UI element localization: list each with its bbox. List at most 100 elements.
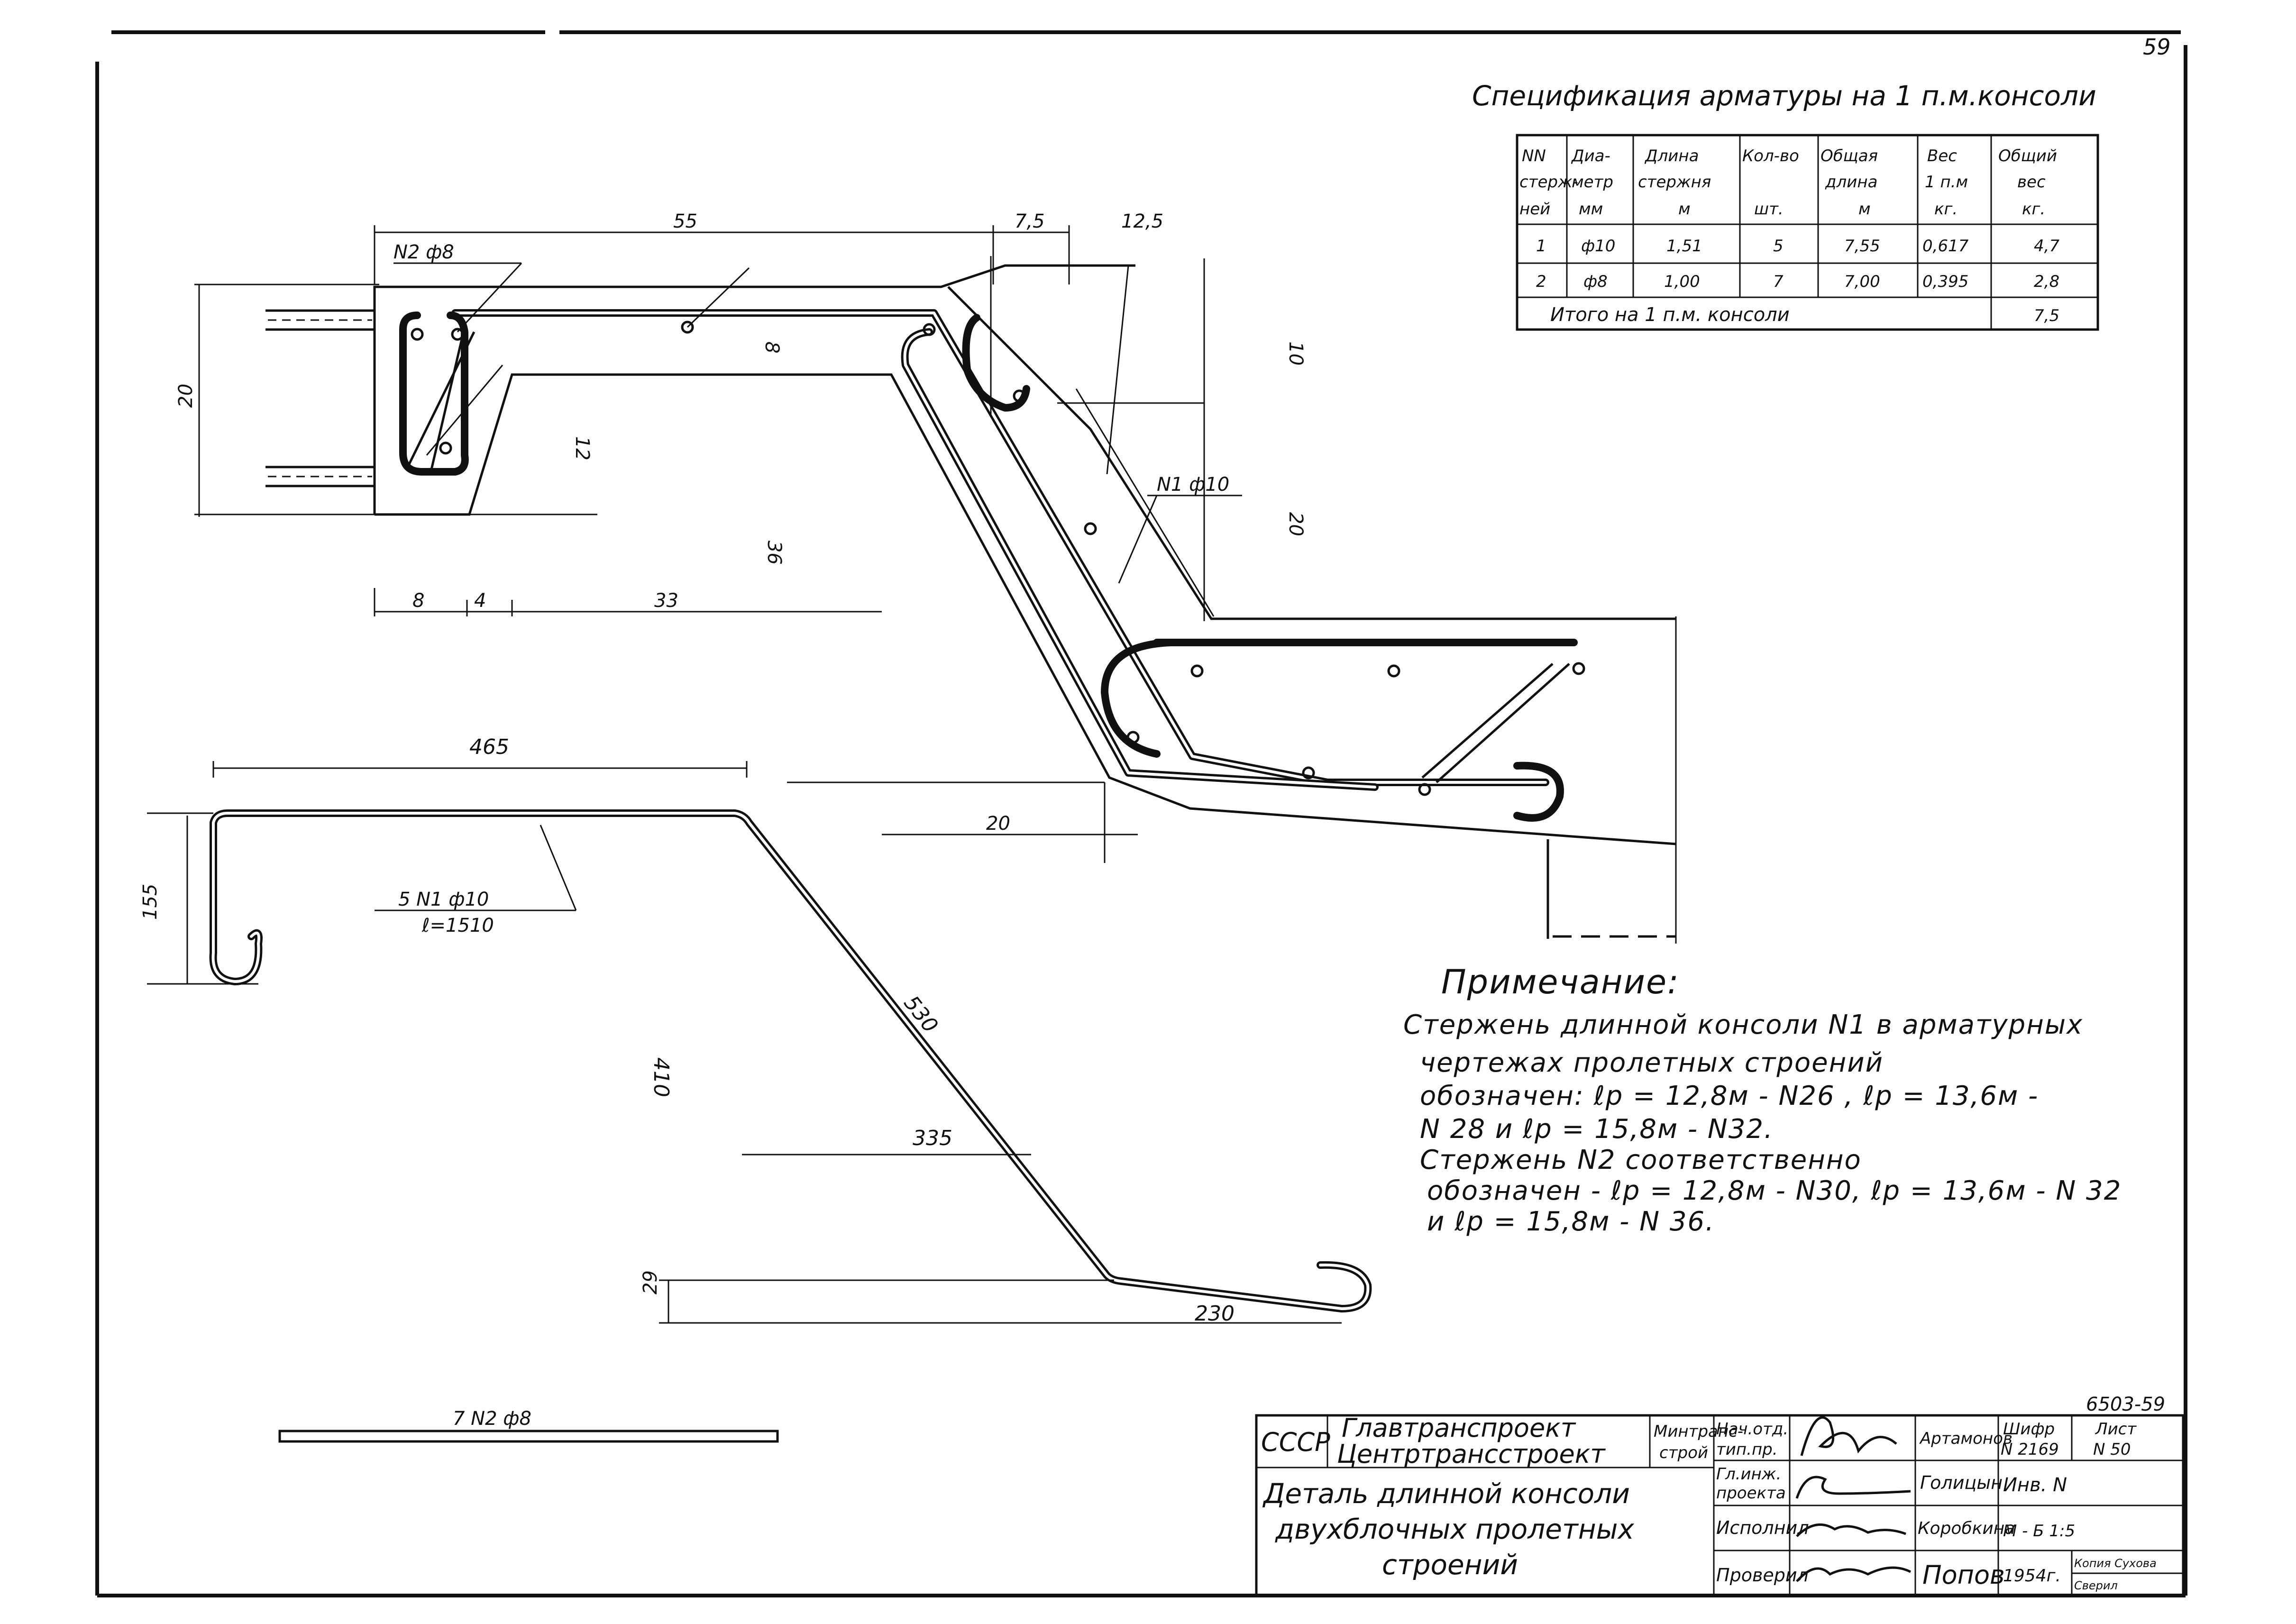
spec-cell: 2 (1536, 272, 1546, 291)
note-title: Примечание: (1441, 963, 1680, 1001)
spec-header-total-length-1: Общая (1820, 147, 1878, 165)
section-dimension-lines (194, 225, 1677, 944)
spec-header-weight-2: 1 п.м (1925, 173, 1968, 192)
spec-header-diameter-2: метр (1572, 173, 1613, 192)
spec-cell: 7 (1773, 272, 1784, 291)
stamp-title-3: строений (1382, 1549, 1518, 1581)
stamp-year: 1954г. (2003, 1566, 2061, 1586)
stamp-role: проекта (1716, 1484, 1786, 1503)
stamp-cipher-2: N 2169 (2001, 1440, 2059, 1459)
stamp-role: Исполнил (1716, 1517, 1809, 1538)
dim-bot-33: 33 (654, 590, 678, 612)
stamp-grid (1255, 1414, 2185, 1597)
bar-n1-label-bottom: ℓ=1510 (421, 915, 494, 936)
page-number: 59 (2143, 34, 2171, 60)
longitudinal-bars (411, 321, 1585, 796)
spec-cell: 4,7 (2034, 237, 2059, 256)
bar-n2-label: 7 N2 ф8 (453, 1408, 531, 1430)
stamp-ministry-2: строй (1659, 1443, 1708, 1462)
spec-title: Спецификация арматуры на 1 п.м.консоли (1472, 80, 2096, 112)
dim-inner-8: 8 (761, 341, 783, 353)
spec-cell: ф8 (1583, 272, 1608, 291)
spec-cell: 0,395 (1922, 272, 1968, 291)
spec-cell: 1,00 (1664, 272, 1700, 291)
signature-marks (1795, 1416, 1912, 1582)
note-line: и ℓр = 15,8м - N 36. (1427, 1206, 1715, 1237)
note-line: Стержень N2 соответственно (1420, 1145, 1862, 1175)
spec-header-total-weight-1: Общий (1998, 147, 2057, 165)
spec-header-nn-2: стерж- (1519, 173, 1578, 192)
spec-header-count-3: шт. (1754, 200, 1784, 219)
note-line: N 28 и ℓр = 15,8м - N32. (1420, 1114, 1774, 1145)
stamp-name: Коробкина (1918, 1519, 2015, 1538)
dim-155: 155 (139, 884, 161, 920)
spec-cell: ф10 (1581, 237, 1615, 256)
dim-410: 410 (649, 1057, 673, 1097)
note-line: обозначен - ℓр = 12,8м - N30, ℓр = 13,6м… (1427, 1175, 2122, 1206)
bar-n2-shape (278, 1430, 779, 1443)
spec-row: 1 ф10 1,51 5 7,55 0,617 4,7 (1536, 237, 2059, 256)
dim-230: 230 (1195, 1302, 1235, 1326)
stamp-title-1: Деталь длинной консоли (1262, 1477, 1630, 1510)
rebar-n1-in-section (399, 309, 1578, 822)
spec-total-label: Итого на 1 п.м. консоли (1550, 304, 1790, 326)
spec-header-weight-1: Вес (1927, 147, 1957, 165)
spec-cell: 0,617 (1922, 237, 1969, 256)
stamp-sheet-1: Лист (2095, 1420, 2137, 1439)
dim-inner-36: 36 (763, 541, 785, 565)
dim-530: 530 (899, 991, 942, 1037)
bar-n1-shape (209, 809, 1372, 1312)
spec-cell: 2,8 (2034, 272, 2059, 291)
spec-header-nn-1: NN (1522, 147, 1546, 165)
stamp-inv: Инв. N (2003, 1474, 2067, 1496)
dim-left-20: 20 (175, 384, 197, 408)
spec-total-value: 7,5 (2034, 306, 2059, 325)
stamp-copy-2: Сверил (2074, 1579, 2118, 1592)
spec-cell: 1 (1536, 237, 1546, 256)
dim-29: 29 (640, 1270, 661, 1294)
spec-cell: 1,51 (1666, 237, 1702, 256)
spec-header-total-weight-3: кг. (2022, 200, 2045, 219)
spec-header-length-2: стержня (1638, 173, 1711, 192)
stamp-scale: М - Б 1:5 (2003, 1522, 2075, 1541)
spec-cell: 7,00 (1844, 272, 1880, 291)
dim-right-10: 10 (1285, 341, 1307, 366)
spec-header-diameter-1: Диа- (1571, 147, 1610, 165)
spec-table (1516, 134, 2099, 331)
stamp-cipher-1: Шифр (2003, 1420, 2055, 1439)
note-line: чертежах пролетных строений (1420, 1047, 1884, 1078)
dim-right-20: 20 (1285, 512, 1307, 536)
doc-code: 6503-59 (2086, 1394, 2165, 1415)
dim-bot-8: 8 (412, 590, 424, 612)
bar-n1-label-top: 5 N1 ф10 (398, 889, 489, 910)
stamp-sheet-2: N 50 (2093, 1440, 2131, 1459)
spec-row: 2 ф8 1,00 7 7,00 0,395 2,8 (1536, 272, 2059, 291)
dim-top-7-5: 7,5 (1015, 211, 1045, 232)
stamp-copy-1: Копия Сухова (2074, 1557, 2157, 1570)
spec-header-total-length-2: длина (1825, 173, 1877, 192)
spec-cell: 5 (1773, 237, 1784, 256)
dim-lower-20: 20 (986, 813, 1010, 835)
stamp-name: Голицын (1920, 1472, 2003, 1493)
stamp-org-2: Центртрансстроект (1337, 1439, 1606, 1469)
stamp-title-2: двухблочных пролетных (1275, 1513, 1634, 1545)
stamp-name: Попов (1922, 1560, 2005, 1590)
stamp-role: Нач.отд. (1716, 1420, 1788, 1439)
callout-n2: N2 ф8 (393, 241, 454, 263)
stamp-role: Гл.инж. (1716, 1465, 1781, 1484)
spec-header-total-length-3: м (1858, 200, 1871, 219)
bar-n1-dimensions (147, 761, 1342, 1324)
callout-n1: N1 ф10 (1157, 474, 1229, 495)
stamp-name: Артамонов (1919, 1429, 2012, 1448)
note-line: обозначен: ℓр = 12,8м - N26 , ℓр = 13,6м… (1420, 1081, 2039, 1111)
spec-header-count-1: Кол-во (1742, 147, 1799, 165)
dim-465: 465 (469, 735, 509, 759)
dim-335: 335 (913, 1126, 952, 1150)
dim-top-12-5: 12,5 (1121, 211, 1163, 232)
dim-inner-12: 12 (571, 436, 593, 460)
spec-header-weight-3: кг. (1934, 200, 1958, 219)
stamp-role: Проверил (1716, 1565, 1809, 1586)
dim-top-55: 55 (673, 211, 697, 232)
stamp-ministry-1: Минтранс- (1654, 1422, 1743, 1441)
